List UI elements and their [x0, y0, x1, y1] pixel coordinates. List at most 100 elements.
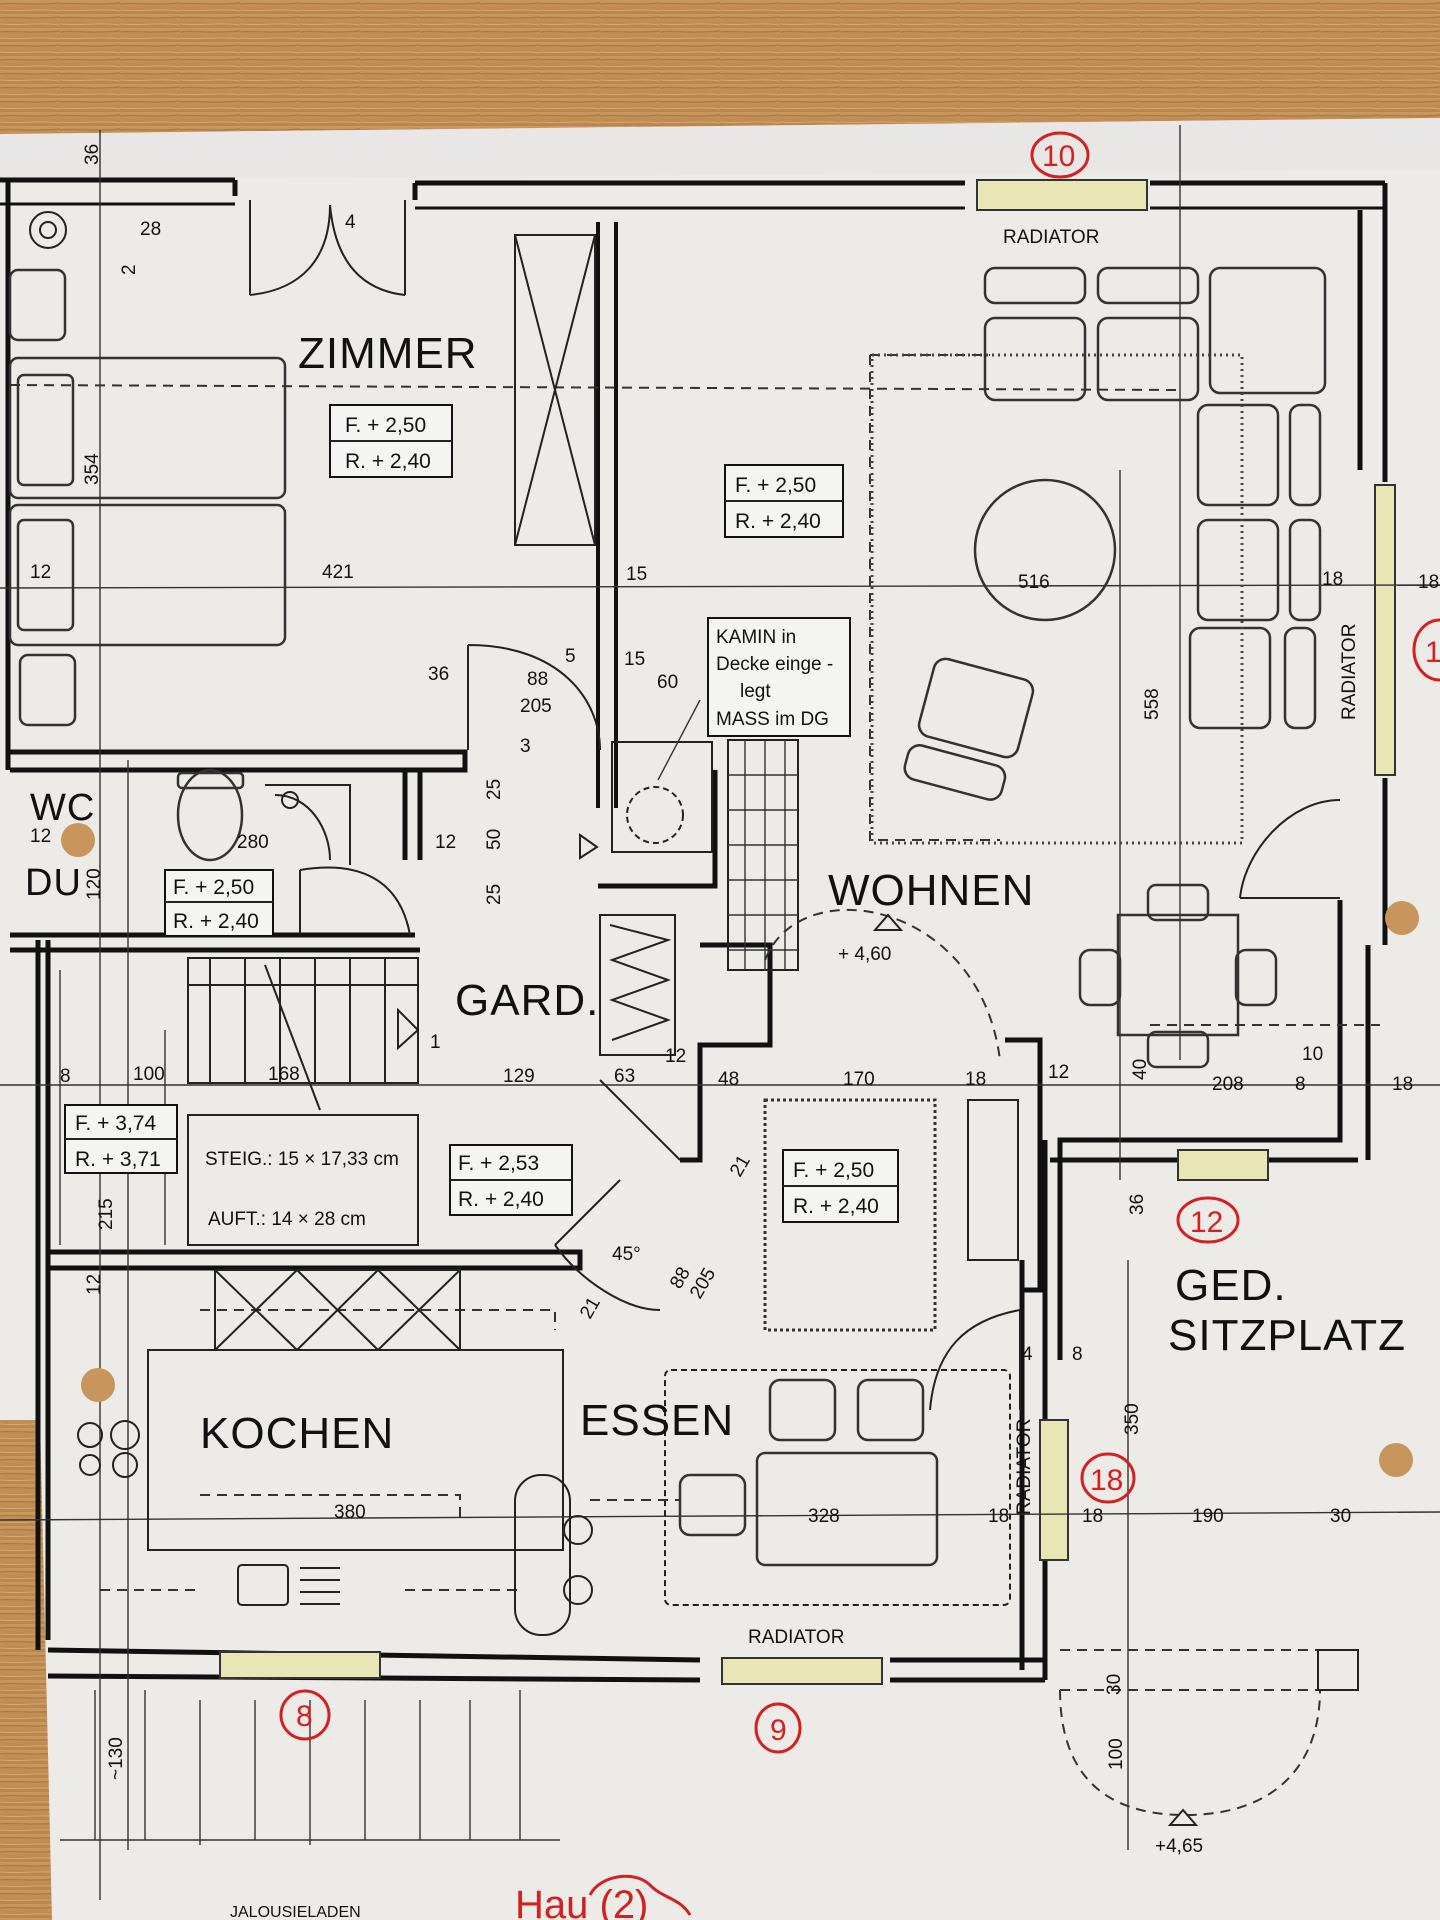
- room-label-essen: ESSEN: [580, 1396, 734, 1445]
- svg-text:28: 28: [140, 219, 161, 240]
- height-box-wohnen-top: F. + 2,50 R. + 2,40: [724, 464, 844, 538]
- svg-text:48: 48: [718, 1069, 739, 1090]
- kitchen-furniture: [77, 1269, 593, 1636]
- svg-text:558: 558: [1142, 688, 1163, 720]
- height-box-zimmer: F. + 2,50 R. + 2,40: [329, 404, 453, 478]
- svg-text:205: 205: [520, 696, 552, 717]
- svg-text:18: 18: [965, 1069, 986, 1090]
- svg-text:12: 12: [665, 1046, 686, 1067]
- svg-text:36: 36: [82, 144, 103, 165]
- svg-text:12: 12: [30, 826, 51, 847]
- svg-text:F. + 2,50: F. + 2,50: [345, 414, 426, 437]
- svg-text:F. + 2,50: F. + 2,50: [173, 876, 254, 899]
- svg-text:MASS im DG: MASS im DG: [716, 709, 829, 730]
- svg-text:15: 15: [626, 564, 647, 585]
- room-label-wc: WC: [30, 787, 95, 829]
- level-wohnen: + 4,60: [838, 944, 891, 965]
- svg-text:Decke einge -: Decke einge -: [716, 654, 833, 675]
- room-label-ged: GED.: [1175, 1261, 1287, 1310]
- essen-furniture: [664, 1308, 1021, 1606]
- zimmer-furniture: [8, 200, 601, 751]
- level-marker-terrace: [1167, 1808, 1199, 1826]
- svg-text:5: 5: [565, 646, 576, 667]
- room-label-du: DU: [25, 862, 82, 904]
- svg-text:25: 25: [484, 884, 505, 905]
- svg-text:KAMIN in: KAMIN in: [716, 627, 796, 648]
- balcony-railing: [60, 1690, 560, 1845]
- svg-text:350: 350: [1122, 1403, 1143, 1435]
- svg-text:12: 12: [435, 832, 456, 853]
- svg-text:legt: legt: [740, 681, 771, 702]
- svg-text:60: 60: [657, 672, 678, 693]
- svg-text:1: 1: [430, 1032, 441, 1053]
- red-mark-8: 8: [296, 1700, 313, 1733]
- angle-label: 45°: [612, 1244, 641, 1265]
- wohnen-furniture: [579, 266, 1341, 1332]
- svg-text:18: 18: [988, 1506, 1009, 1527]
- svg-text:12: 12: [30, 562, 51, 583]
- height-box-wohnen-mid: F. + 2,50 R. + 2,40: [782, 1149, 899, 1223]
- svg-text:18: 18: [1418, 572, 1439, 593]
- level-terrace: +4,65: [1155, 1836, 1203, 1857]
- height-box-stair: F. + 3,74 R. + 3,71: [64, 1104, 178, 1174]
- svg-text:328: 328: [808, 1506, 840, 1527]
- svg-text:280: 280: [237, 832, 269, 853]
- svg-text:215: 215: [96, 1198, 117, 1230]
- room-label-gard: GARD.: [455, 976, 599, 1025]
- svg-text:8: 8: [1072, 1344, 1083, 1365]
- svg-text:10: 10: [1302, 1044, 1323, 1065]
- svg-text:380: 380: [334, 1502, 366, 1523]
- svg-text:25: 25: [484, 779, 505, 800]
- svg-text:3: 3: [520, 736, 531, 757]
- svg-text:4: 4: [1022, 1344, 1033, 1365]
- svg-text:8: 8: [60, 1066, 71, 1087]
- svg-text:18: 18: [1082, 1506, 1103, 1527]
- svg-text:R. + 2,40: R. + 2,40: [345, 450, 431, 473]
- height-box-gard: F. + 2,53 R. + 2,40: [449, 1144, 573, 1216]
- svg-text:F. + 2,53: F. + 2,53: [458, 1152, 539, 1175]
- windows: [219, 179, 1396, 1685]
- kamin-note: KAMIN in Decke einge - legt MASS im DG: [707, 617, 851, 737]
- svg-text:190: 190: [1192, 1506, 1224, 1527]
- svg-text:100: 100: [1106, 1738, 1127, 1770]
- svg-text:421: 421: [322, 562, 354, 583]
- svg-text:4: 4: [345, 212, 356, 233]
- outer-walls: [0, 177, 1388, 1683]
- svg-text:208: 208: [1212, 1074, 1244, 1095]
- svg-text:F. + 2,50: F. + 2,50: [793, 1159, 874, 1182]
- room-label-sitzplatz: SITZPLATZ: [1168, 1311, 1406, 1360]
- svg-text:R. + 2,40: R. + 2,40: [173, 910, 259, 933]
- terrace-column: [1317, 1649, 1359, 1691]
- svg-text:18: 18: [1322, 569, 1343, 590]
- red-mark-11: 11: [1425, 636, 1440, 669]
- svg-text:8: 8: [1295, 1074, 1306, 1095]
- svg-text:168: 168: [268, 1064, 300, 1085]
- paper-sheet: [0, 118, 1440, 1920]
- svg-text:F. + 3,74: F. + 3,74: [75, 1112, 156, 1135]
- radiator-label-top: RADIATOR: [1003, 227, 1099, 248]
- svg-text:120: 120: [84, 868, 105, 900]
- svg-text:36: 36: [428, 664, 449, 685]
- svg-text:50: 50: [484, 829, 505, 850]
- svg-text:R. + 2,40: R. + 2,40: [793, 1195, 879, 1218]
- jalousie-note: JALOUSIELADEN: [230, 1904, 361, 1920]
- interior-walls: [10, 222, 1043, 1293]
- red-mark-18: 18: [1090, 1464, 1123, 1497]
- staircase: [59, 957, 420, 1246]
- svg-text:100: 100: [133, 1064, 165, 1085]
- radiator-label-right: RADIATOR: [1339, 624, 1360, 720]
- stair-auft-note: AUFT.: 14 × 28 cm: [208, 1209, 366, 1230]
- room-labels: ZIMMER WC DU GARD. WOHNEN KOCHEN ESSEN G…: [25, 329, 1406, 1458]
- svg-text:12: 12: [84, 1274, 105, 1295]
- radiator-label-bottom: RADIATOR: [748, 1627, 844, 1648]
- svg-text:F. + 2,50: F. + 2,50: [735, 474, 816, 497]
- svg-text:R. + 2,40: R. + 2,40: [735, 510, 821, 533]
- svg-text:129: 129: [503, 1066, 535, 1087]
- garderobe-furniture: [554, 914, 681, 1311]
- svg-text:12: 12: [1048, 1062, 1069, 1083]
- svg-text:36: 36: [1127, 1194, 1148, 1215]
- red-mark-10: 10: [1042, 140, 1075, 173]
- room-label-zimmer: ZIMMER: [298, 329, 478, 378]
- svg-text:2: 2: [119, 264, 140, 275]
